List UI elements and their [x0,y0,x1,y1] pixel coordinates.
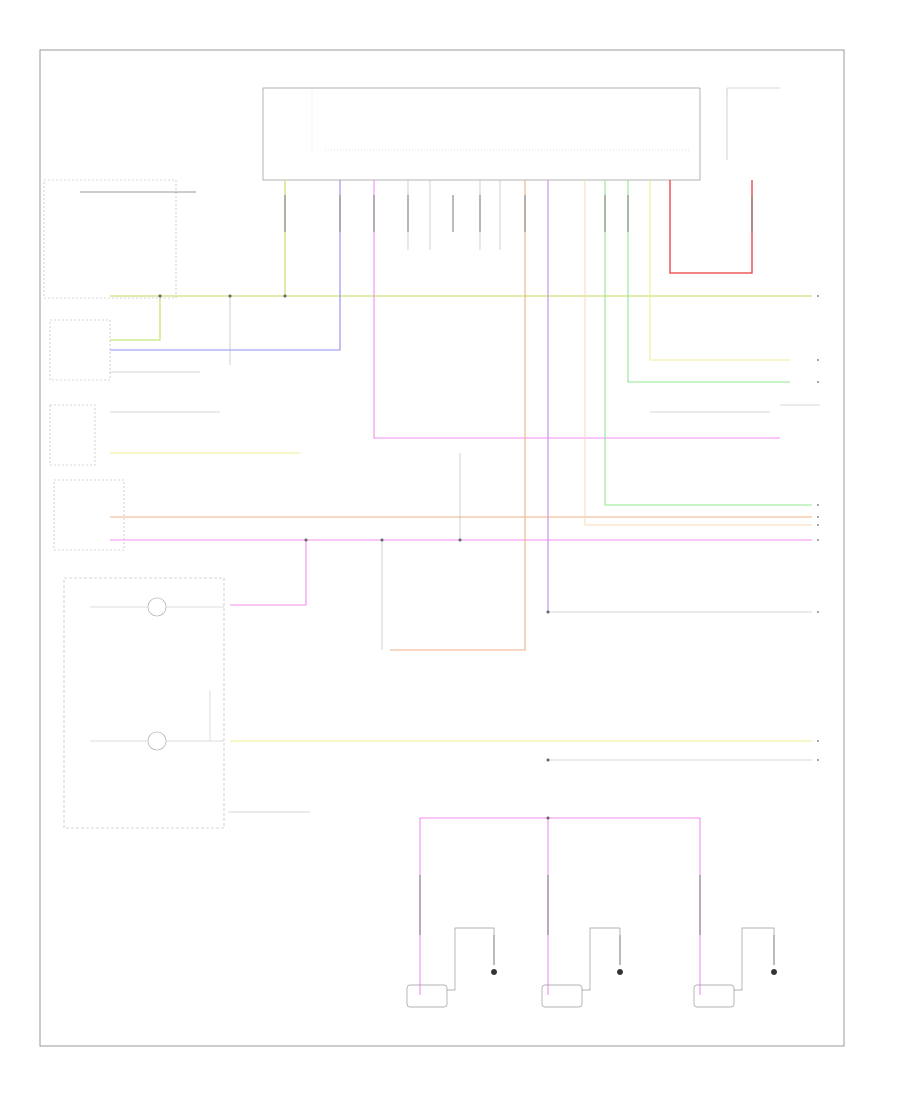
switch-component [49,319,111,381]
wire-yellow [110,180,812,742]
module-box [262,87,701,181]
wire-green [604,180,812,506]
wire-pink [110,180,812,995]
switch-component [49,404,96,466]
console-component [53,479,125,551]
diagram-frame [39,49,845,1047]
wire-green-yellow [110,180,812,341]
ground-symbol [491,969,777,975]
wire-orange [110,180,812,651]
lamp-symbol [147,731,167,751]
lamp-socket [406,927,775,1008]
wire-red [669,180,753,274]
splice-point [158,294,550,820]
wire-gray [110,180,820,813]
wire-blue [110,180,341,351]
wire-black-stubs [284,195,775,965]
connector-end [817,295,819,761]
switch-component [43,179,177,299]
wire-pale-orange [584,180,812,526]
lamp-symbol [147,597,167,617]
overhead-console-box [63,577,225,829]
